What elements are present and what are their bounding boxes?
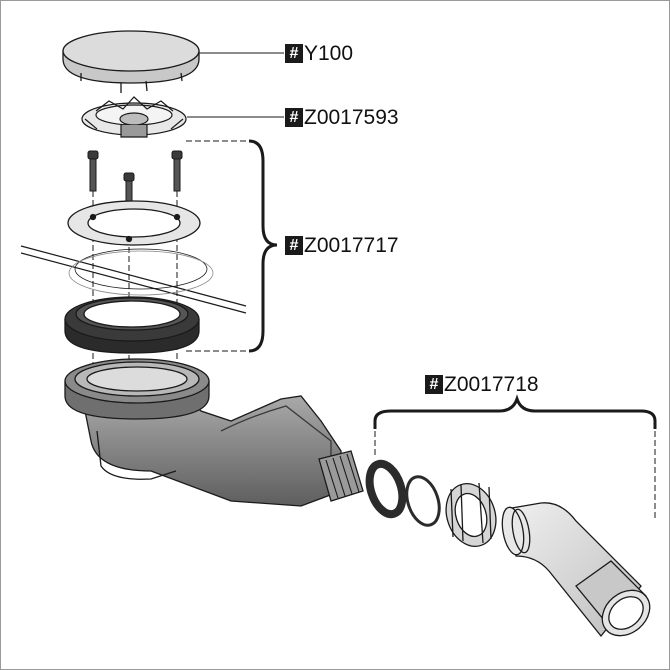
part-number-hash-icon: # <box>285 44 303 63</box>
part-number-label: Z0017717 <box>304 234 399 257</box>
tray-hole-outline <box>68 248 214 296</box>
part-number-hash-icon: # <box>285 108 303 127</box>
callout-z0017593: # Z0017593 <box>285 107 399 128</box>
seal-ring-2 <box>405 475 441 527</box>
seal-ring-1 <box>365 459 407 519</box>
screws <box>87 150 183 214</box>
elbow-pipe <box>501 502 651 638</box>
bracket-z0017718 <box>373 394 657 521</box>
part-number-label: Z0017593 <box>304 106 399 129</box>
part-number-hash-icon: # <box>425 375 443 394</box>
part-number-label: Y100 <box>304 42 354 65</box>
callout-z0017718: # Z0017718 <box>425 374 539 395</box>
callout-z0017717: # Z0017717 <box>285 235 399 256</box>
tray-surface-lines <box>20 245 247 314</box>
flange-ring <box>67 200 201 246</box>
bracket-z0017717 <box>186 139 278 353</box>
part-number-label: Z0017718 <box>444 373 539 396</box>
leader-lines <box>187 52 284 118</box>
callout-y100: # Y100 <box>285 43 353 64</box>
strainer-insert <box>81 96 187 138</box>
rubber-gasket <box>64 296 200 354</box>
drain-body <box>64 358 364 507</box>
union-nut <box>445 482 497 547</box>
part-number-hash-icon: # <box>285 236 303 255</box>
cover-plate <box>62 30 200 93</box>
